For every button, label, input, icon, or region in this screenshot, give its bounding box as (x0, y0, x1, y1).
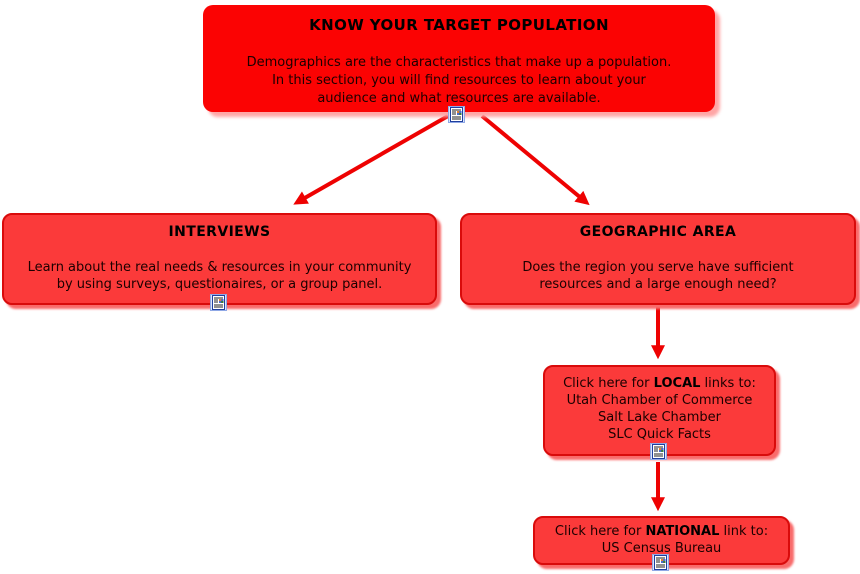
link-us-census-bureau[interactable]: US Census Bureau (601, 541, 722, 556)
node-body-line: Click here for LOCAL links to: (545, 375, 774, 392)
node-body-line: Click here for NATIONAL link to: (535, 523, 788, 540)
node-title: INTERVIEWS (168, 224, 271, 240)
node-body: Learn about the real needs & resources i… (4, 259, 435, 293)
document-icon[interactable] (650, 443, 667, 460)
node-local-links[interactable]: Click here for LOCAL links to: Utah Cham… (543, 365, 776, 456)
document-icon[interactable] (652, 554, 669, 571)
node-title: KNOW YOUR TARGET POPULATION (309, 16, 609, 34)
link-salt-lake-chamber[interactable]: Salt Lake Chamber (597, 410, 721, 425)
node-body-line: In this section, you will find resources… (272, 73, 646, 88)
node-body: Does the region you serve have sufficien… (462, 259, 854, 293)
link-utah-chamber-of-commerce[interactable]: Utah Chamber of Commerce (566, 393, 753, 408)
local-line-prefix: Click here for (563, 376, 654, 391)
local-line-bold: LOCAL (653, 376, 701, 391)
national-line-bold: NATIONAL (645, 524, 720, 539)
node-body-line: audience and what resources are availabl… (317, 91, 601, 106)
node-know-your-target-population: KNOW YOUR TARGET POPULATION Demographics… (203, 5, 715, 112)
link-slc-quick-facts[interactable]: SLC Quick Facts (608, 427, 711, 442)
arrow-root-to-geographic (480, 114, 590, 206)
arrow-root-to-interviews (293, 114, 449, 205)
national-line-suffix: link to: (719, 524, 769, 539)
document-icon[interactable] (210, 294, 227, 311)
node-body-line: by using surveys, questionaires, or a gr… (56, 277, 383, 292)
node-body-line: Demographics are the characteristics tha… (246, 55, 672, 70)
node-body-line: Learn about the real needs & resources i… (27, 260, 412, 275)
local-line-suffix: links to: (700, 376, 756, 391)
node-title: GEOGRAPHIC AREA (579, 224, 737, 240)
document-icon[interactable] (448, 106, 465, 123)
national-line-prefix: Click here for (554, 524, 646, 539)
node-interviews: INTERVIEWS Learn about the real needs & … (2, 213, 437, 305)
node-body-line: resources and a large enough need? (539, 277, 777, 292)
node-body: Demographics are the characteristics tha… (203, 54, 715, 108)
node-body-line: Does the region you serve have sufficien… (522, 260, 794, 275)
node-geographic-area: GEOGRAPHIC AREA Does the region you serv… (460, 213, 856, 305)
